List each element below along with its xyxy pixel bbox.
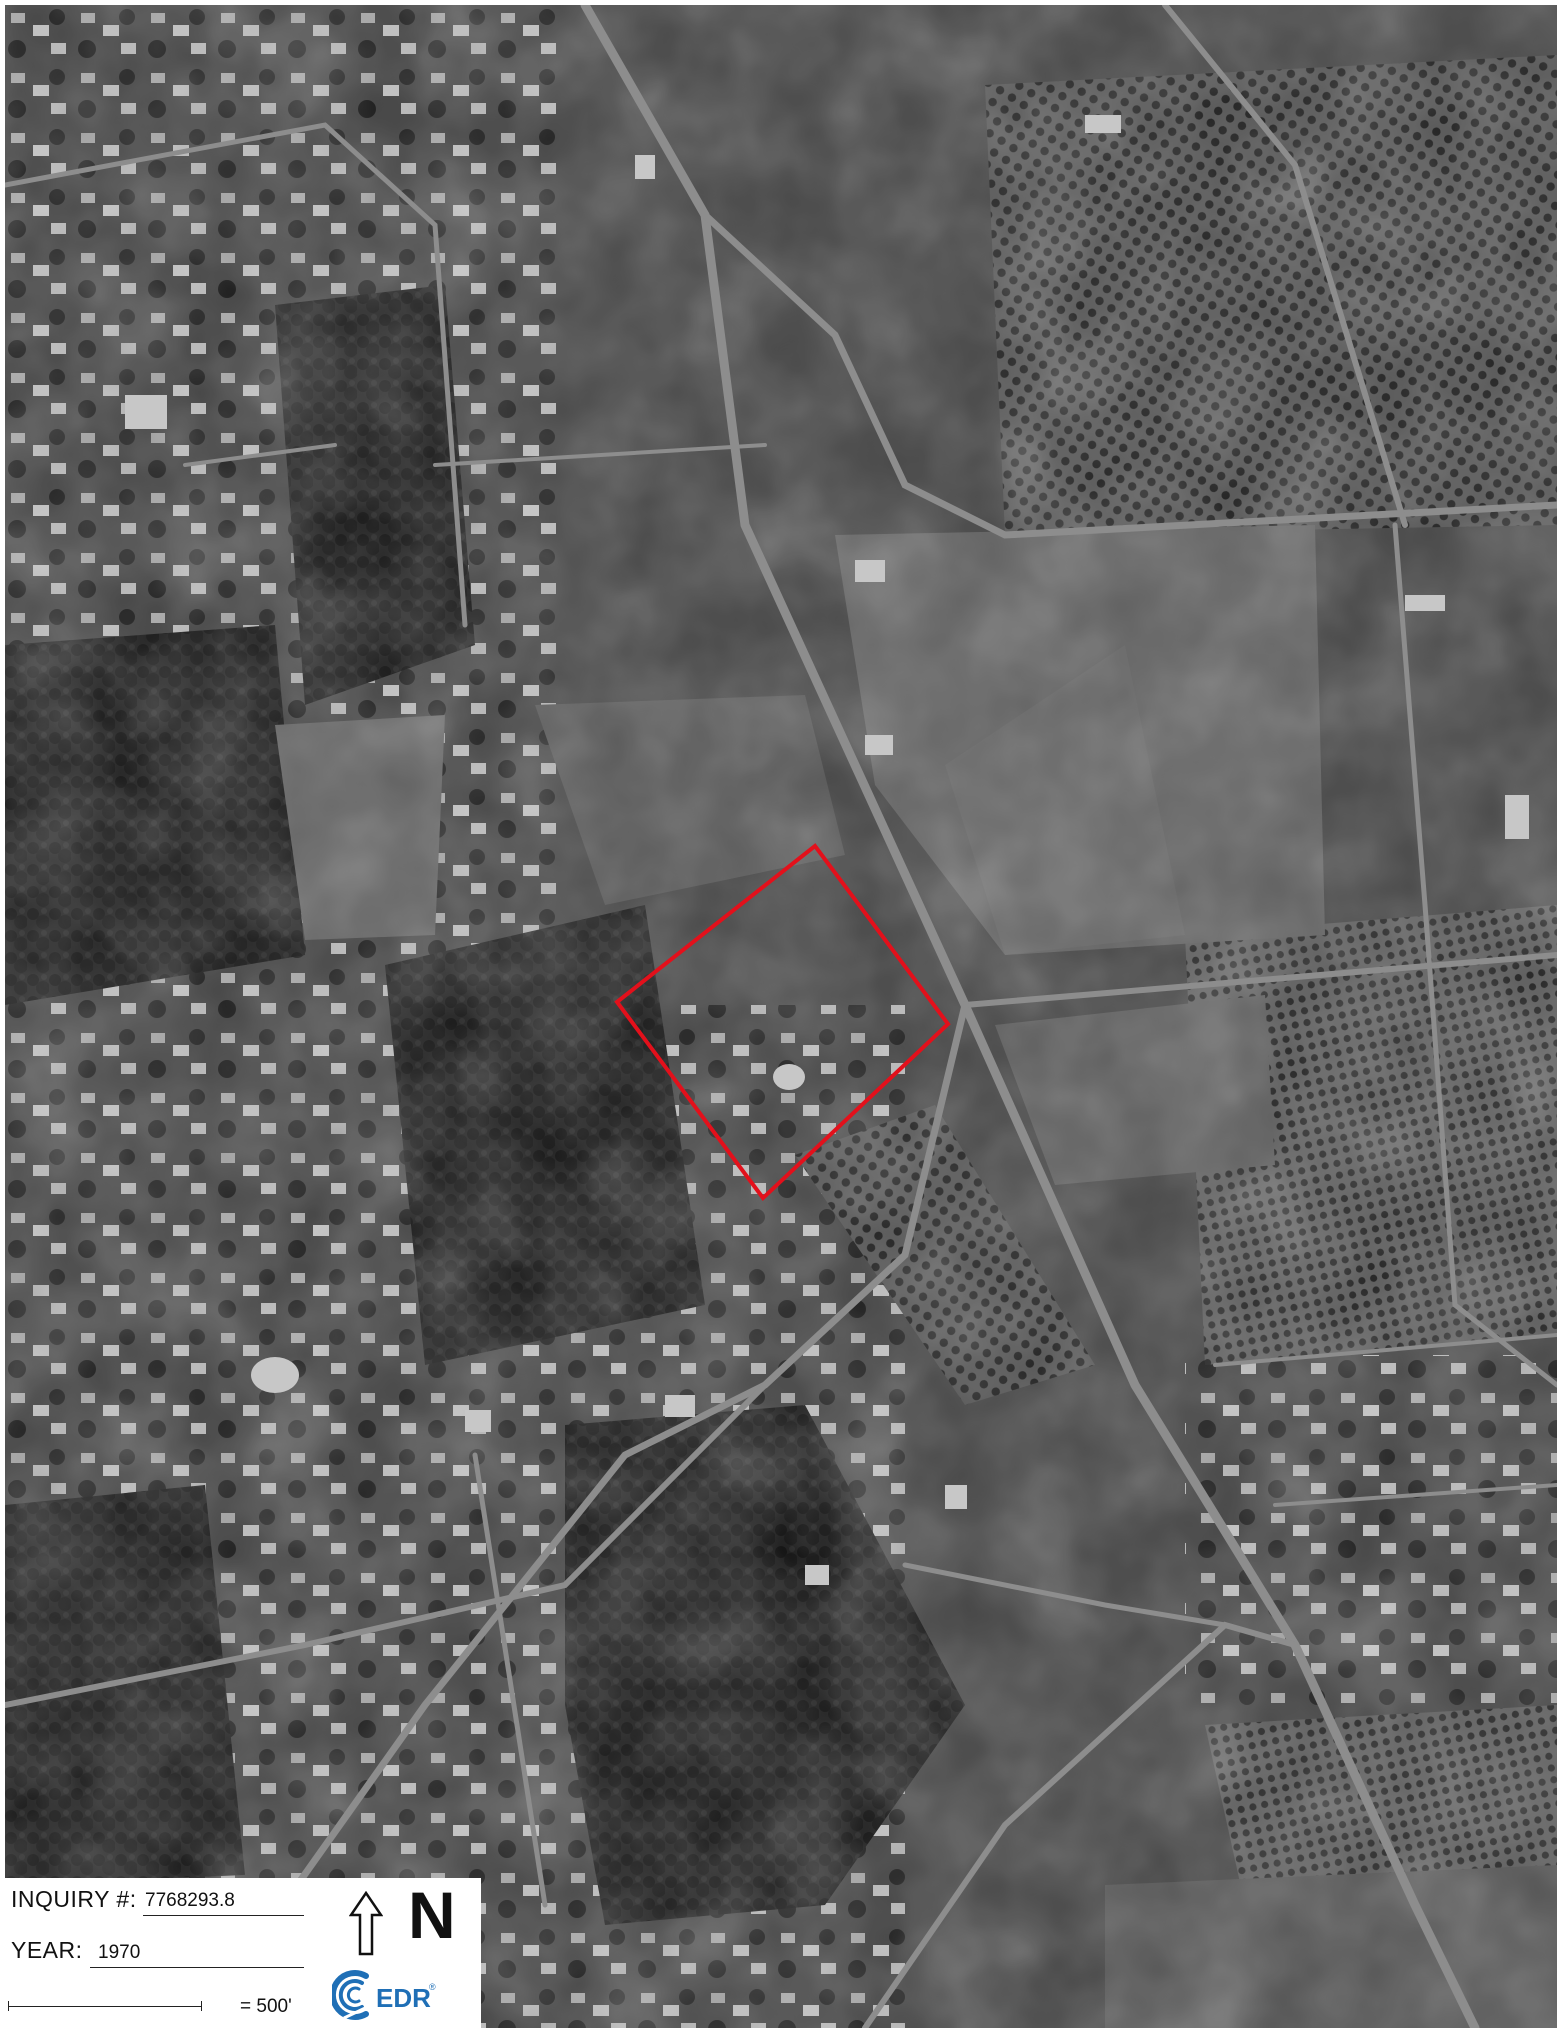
scale-bar xyxy=(8,2001,202,2011)
inquiry-underline xyxy=(143,1915,304,1916)
inquiry-label: INQUIRY #: xyxy=(11,1886,137,1912)
scale-label: = 500' xyxy=(240,1996,292,2017)
aerial-photograph xyxy=(5,5,1557,2028)
north-arrow-icon xyxy=(349,1891,383,1956)
map-legend: INQUIRY #: 7768293.8 YEAR: 1970 = 500' xyxy=(0,1878,481,2028)
edr-logo-text: EDR xyxy=(376,1983,431,2013)
svg-text:®: ® xyxy=(429,1982,436,1992)
site-boundary xyxy=(614,843,951,1201)
year-underline xyxy=(90,1967,304,1968)
edr-logo-icon: EDR ® xyxy=(332,1970,436,2020)
north-label: N xyxy=(408,1878,456,1952)
year-value: 1970 xyxy=(98,1942,141,1963)
inquiry-number: 7768293.8 xyxy=(145,1890,235,1911)
year-label: YEAR: xyxy=(11,1937,83,1963)
